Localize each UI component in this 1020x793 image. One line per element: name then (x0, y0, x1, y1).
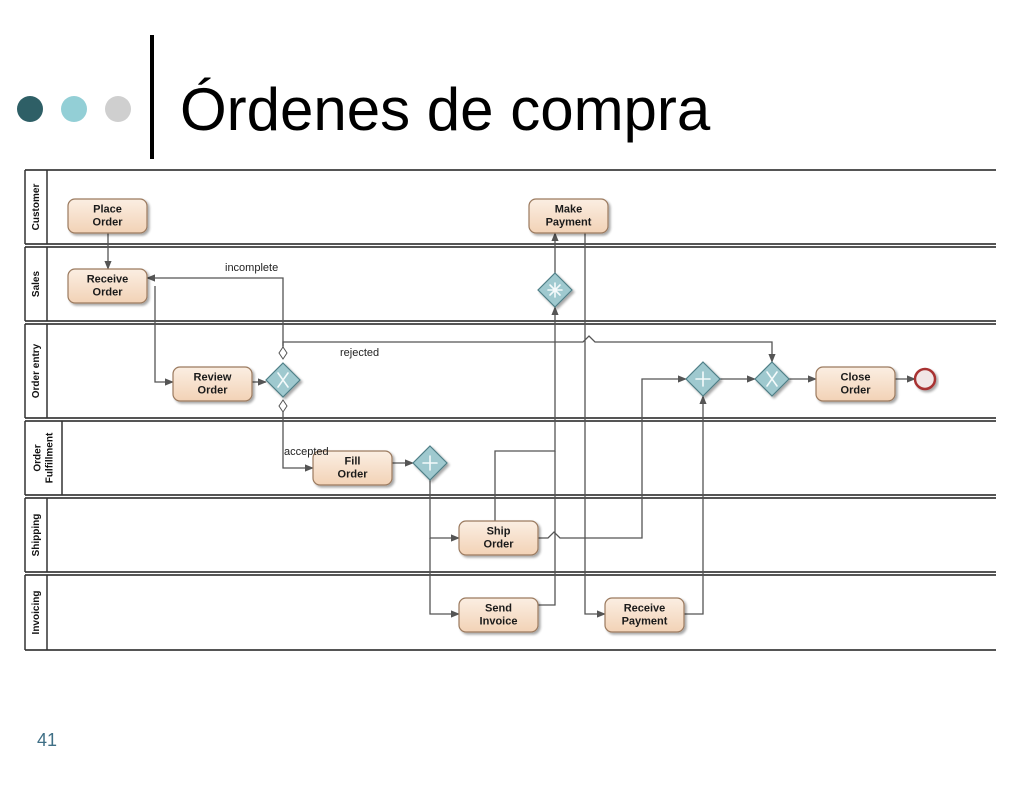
gateway-parallel[interactable] (412, 445, 448, 481)
flow-receive-payment-to-join (684, 395, 707, 615)
accent-dot-gray (105, 96, 131, 122)
flow-invoice-to-payment-gateway (538, 451, 556, 606)
lane-name-customer: Customer (31, 184, 42, 231)
lane-shipping: Shipping (24, 497, 996, 573)
lane-name-order-entry: Order entry (31, 343, 42, 398)
task-box (528, 198, 609, 234)
accent-dot-dark-teal (17, 96, 43, 122)
task-box (604, 597, 685, 633)
asterisk-icon (547, 282, 563, 298)
flow-label-incomplete: incomplete (225, 262, 278, 274)
flow-ship-to-payment-gateway (494, 306, 559, 521)
conditional-flow-marker (278, 399, 288, 413)
conditional-flow-marker (278, 346, 288, 360)
task-box (67, 268, 148, 304)
plus-icon (422, 455, 438, 471)
sequence-flows (104, 232, 916, 618)
accent-dot-light-teal (61, 96, 87, 122)
lane-name-sales: Sales (31, 270, 42, 297)
flow-split-to-send-invoice (429, 538, 460, 618)
lane-order-entry: Order entry (24, 323, 996, 419)
x-icon (766, 371, 778, 387)
flow-rejected-to-close-gateway (282, 335, 776, 363)
flow-accepted-to-fill-order (282, 412, 314, 472)
gateway-complex[interactable] (537, 272, 573, 308)
flow-make-payment-to-receive-payment (584, 233, 606, 618)
lane-name-invoicing: Invoicing (31, 591, 42, 635)
plus-icon (695, 371, 711, 387)
lane-name-order-fulfillment: OrderFulfillment (32, 432, 55, 483)
lane-customer: Customer (24, 169, 996, 245)
page-number: 41 (37, 730, 58, 750)
gateway-parallel[interactable] (685, 361, 721, 397)
task-box (172, 366, 253, 402)
task-box (815, 366, 896, 402)
end-event[interactable] (913, 367, 937, 391)
lane-order-fulfillment: OrderFulfillment (24, 420, 996, 496)
x-icon (277, 372, 289, 388)
task-box (67, 198, 148, 234)
task-box (458, 597, 539, 633)
task-box (458, 520, 539, 556)
lane-invoicing: Invoicing (24, 574, 996, 651)
gateway-exclusive[interactable] (265, 362, 301, 398)
flow-labels: incomplete rejected accepted (225, 262, 379, 458)
flow-split-to-ship-order (429, 480, 460, 542)
title-divider (150, 35, 154, 159)
flow-ship-to-join (538, 375, 687, 539)
task-box (312, 450, 393, 486)
flow-receive-to-review-order (154, 286, 174, 386)
lane-sales: Sales (24, 246, 996, 322)
slide-title: Órdenes de compra (180, 76, 711, 143)
flow-incomplete-to-receive-order (146, 274, 284, 346)
flow-label-accepted: accepted (284, 446, 329, 458)
gateway-exclusive[interactable] (754, 361, 790, 397)
end-event-circle (913, 367, 937, 391)
flow-label-rejected: rejected (340, 347, 379, 359)
lane-name-shipping: Shipping (31, 514, 42, 557)
